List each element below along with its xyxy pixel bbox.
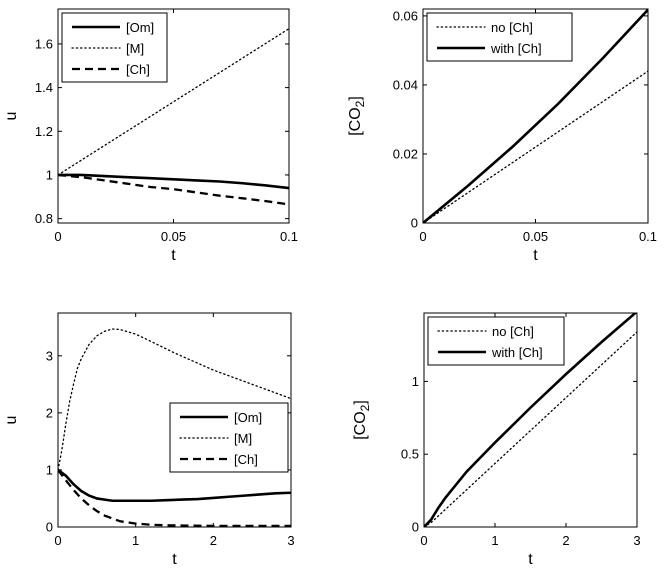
legend-entry-label: with [Ch]: [491, 345, 543, 360]
legend-entry-label: no [Ch]: [491, 20, 533, 35]
y-tick-label: 0.06: [393, 8, 418, 23]
y-tick-label: 3: [46, 348, 53, 363]
y-tick-label: 1: [46, 167, 53, 182]
x-tick-label: 0: [54, 533, 61, 548]
legend-entry-label: [Om]: [126, 20, 154, 35]
y-tick-label: 2: [46, 405, 53, 420]
x-axis-label: t: [528, 551, 533, 568]
y-tick-label: 1: [412, 374, 419, 389]
legend-box: [61, 12, 168, 83]
y-axis-label: u: [3, 416, 20, 425]
legend-entry-label: [Om]: [234, 410, 262, 425]
y-axis-label: u: [3, 112, 20, 121]
legend-entry-label: with [Ch]: [490, 41, 542, 56]
legend-box: [426, 12, 573, 62]
legend-entry-label: [M]: [234, 431, 252, 446]
x-tick-label: 2: [210, 533, 217, 548]
axes-frame: [423, 312, 638, 528]
y-tick-label: 0.02: [393, 146, 418, 161]
y-tick-label: 0: [411, 216, 418, 231]
x-axis-label: t: [533, 247, 538, 264]
y-tick-label: 1.4: [35, 80, 53, 95]
legend: no [Ch] with [Ch]: [426, 12, 573, 62]
y-axis-label: [CO2]: [347, 96, 367, 136]
x-tick-label: 0: [54, 229, 61, 244]
y-tick-label: 1: [46, 462, 53, 477]
y-tick-label: 1.6: [35, 36, 53, 51]
x-tick-label: 0.1: [639, 229, 657, 244]
y-tick-label: 1.2: [35, 124, 53, 139]
series-line-1: [424, 331, 637, 527]
series-line-2: [423, 9, 648, 223]
series-line-3: [58, 469, 291, 527]
y-tick-label: 0.5: [401, 447, 419, 462]
legend-entry-label: no [Ch]: [492, 324, 534, 339]
legend: no [Ch] with [Ch]: [427, 316, 565, 366]
chart-panel-3: 0 1 2 3 0 1 2 3 t u [Om] [M] [Ch]: [3, 312, 295, 568]
series-line-1: [423, 70, 648, 223]
legend-entry-label: [Ch]: [234, 452, 258, 467]
y-tick-label: 0: [46, 520, 53, 535]
y-tick-label: 0.8: [35, 211, 53, 226]
series-line-2: [58, 27, 289, 176]
legend-box: [427, 316, 565, 366]
series-line-2: [424, 313, 637, 527]
x-tick-label: 0: [419, 229, 426, 244]
x-tick-label: 3: [633, 533, 640, 548]
x-tick-label: 0: [420, 533, 427, 548]
x-tick-label: 1: [132, 533, 139, 548]
legend: [Om] [M] [Ch]: [169, 402, 289, 473]
x-tick-label: 0.05: [161, 229, 186, 244]
x-axis-label: t: [172, 551, 177, 568]
chart-panel-2: 0 0.05 0.1 0 0.02 0.04 0.06 t [CO2] no [Ch] with […: [347, 8, 657, 264]
y-tick-label: 0: [412, 520, 419, 535]
legend-entry-label: [M]: [126, 41, 144, 56]
chart-panel-1: 0 0.05 0.1 0.8 1 1.2 1.4 1.6 t u [Om] [M] [Ch]: [3, 8, 298, 264]
x-axis-label: t: [171, 247, 176, 264]
series-line-1: [58, 173, 289, 190]
legend: [Om] [M] [Ch]: [61, 12, 168, 83]
x-tick-label: 1: [491, 533, 498, 548]
legend-box: [169, 402, 289, 473]
series-line-1: [58, 468, 291, 503]
series-line-2: [58, 328, 291, 471]
x-tick-label: 0.05: [523, 229, 548, 244]
x-tick-label: 3: [287, 533, 294, 548]
y-axis-label: [CO2]: [352, 400, 372, 440]
axes-frame: [57, 312, 292, 528]
x-tick-label: 2: [562, 533, 569, 548]
legend-entry-label: [Ch]: [126, 62, 150, 77]
chart-panel-4: 0 1 2 3 0 0.5 1 t [CO2] no [Ch] with [Ch]: [352, 312, 641, 568]
y-tick-label: 0.04: [393, 77, 418, 92]
x-tick-label: 0.1: [280, 229, 298, 244]
